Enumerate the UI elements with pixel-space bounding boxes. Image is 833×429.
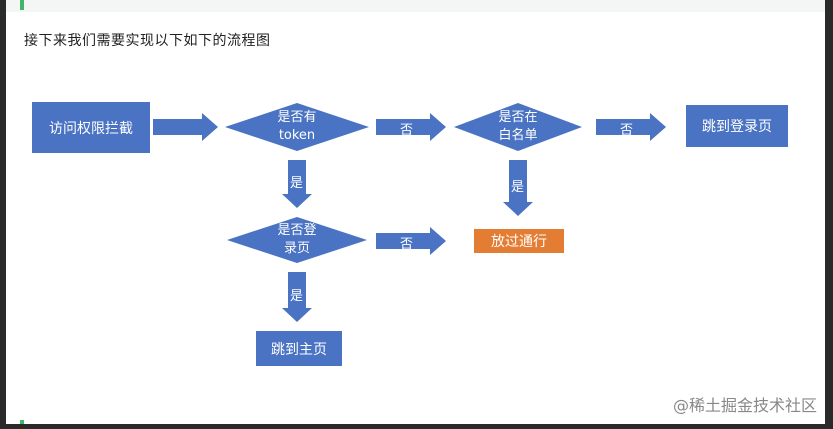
quote-accent-top	[20, 0, 24, 10]
label-is-login: 是否登 录页	[257, 221, 337, 259]
arrow-start-to-token	[153, 113, 218, 141]
arrow-login-yes	[282, 272, 312, 322]
edge-label-login-no: 否	[400, 237, 414, 252]
left-edge	[0, 0, 6, 429]
diamond-in-whitelist	[454, 103, 582, 151]
label-is-login-line2: 录页	[283, 241, 310, 256]
edge-label-token-yes: 是	[290, 176, 304, 191]
label-has-token-line1: 是否有	[277, 110, 317, 125]
arrow-token-no	[376, 113, 446, 141]
bottom-edge	[0, 424, 833, 429]
edge-label-token-no: 否	[400, 123, 414, 138]
node-access-intercept: 访问权限拦截	[32, 102, 150, 153]
page-heading: 接下来我们需要实现以下如下的流程图	[24, 33, 271, 49]
edge-label-whitelist-no: 否	[620, 123, 634, 138]
label-has-token-line2: token	[278, 128, 316, 143]
watermark: @稀土掘金技术社区	[672, 396, 817, 415]
label-in-whitelist-line1: 是否在	[498, 110, 538, 125]
label-is-login-line1: 是否登	[277, 223, 317, 238]
edge-label-login-yes: 是	[290, 289, 304, 304]
diamond-is-login	[227, 217, 367, 263]
top-band	[0, 0, 833, 12]
edge-label-whitelist-yes: 是	[511, 180, 525, 195]
node-allow-pass: 放过通行	[474, 229, 564, 253]
arrow-whitelist-yes	[503, 160, 533, 216]
node-goto-login: 跳到登录页	[686, 105, 788, 147]
label-has-token: 是否有 token	[257, 108, 337, 146]
label-in-whitelist: 是否在 白名单	[478, 108, 558, 146]
right-edge	[825, 0, 833, 429]
arrow-whitelist-no	[596, 113, 666, 141]
diamond-has-token	[225, 103, 369, 151]
arrow-token-yes	[282, 160, 312, 208]
label-in-whitelist-line2: 白名单	[498, 128, 538, 143]
node-goto-home: 跳到主页	[256, 331, 342, 366]
arrow-login-no	[376, 227, 446, 255]
